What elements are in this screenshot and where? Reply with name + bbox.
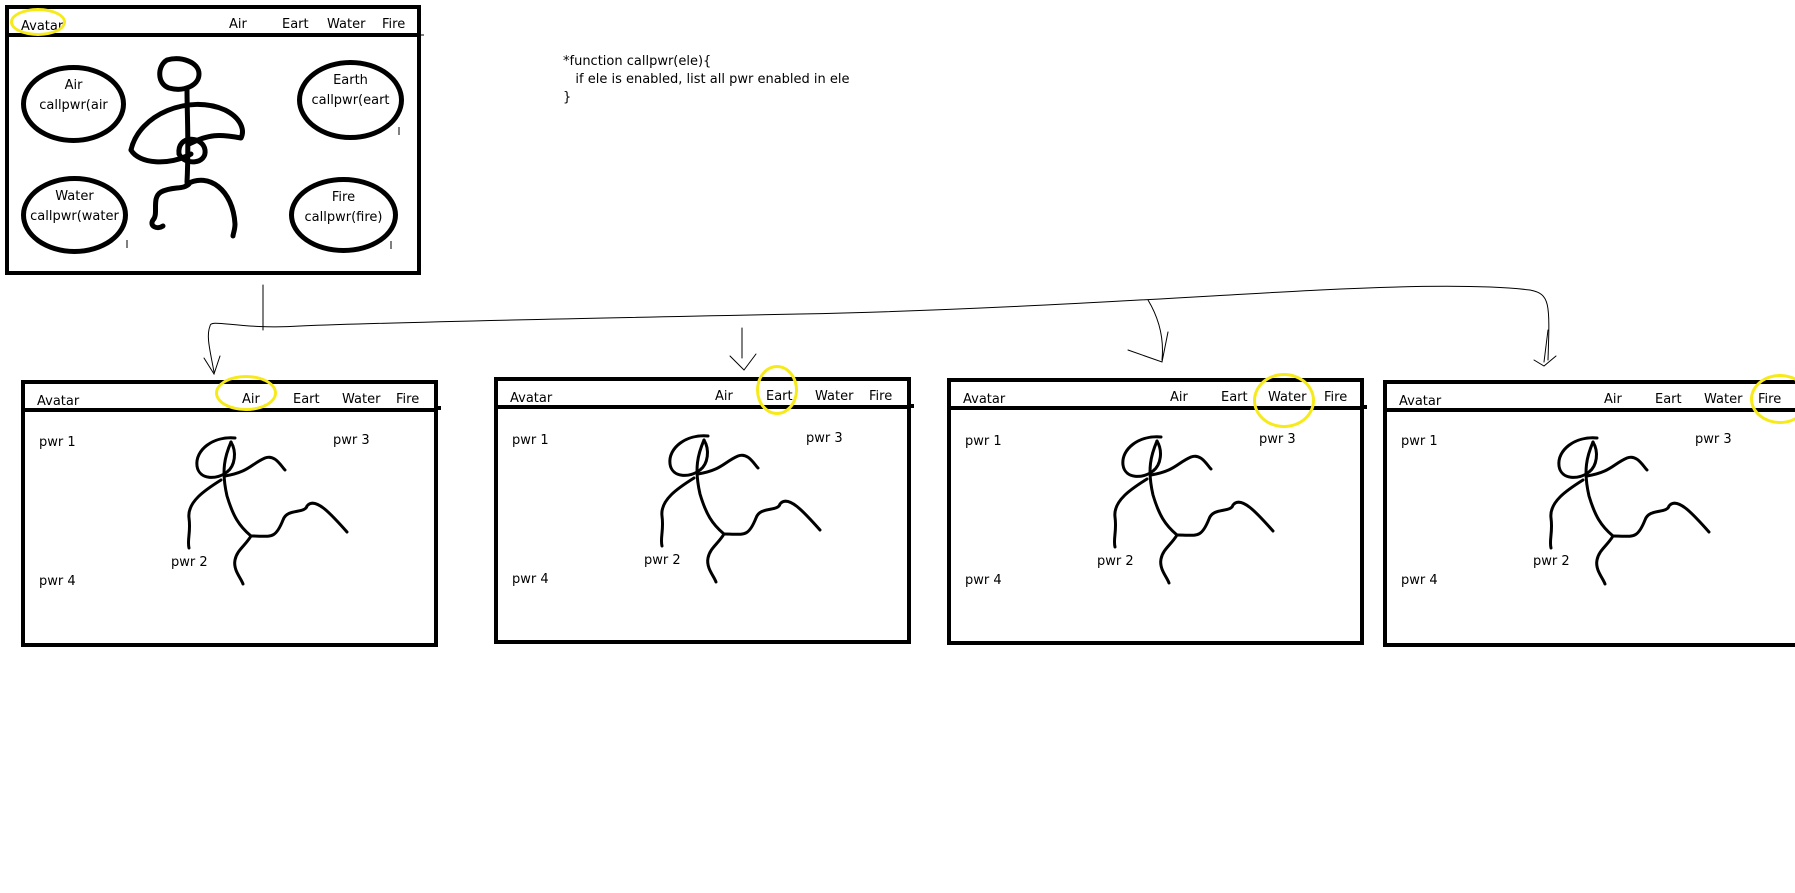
- nav-tab-fire[interactable]: Fire: [1324, 390, 1348, 405]
- power-item-4[interactable]: pwr 4: [39, 574, 76, 589]
- power-item-3[interactable]: pwr 3: [333, 433, 370, 448]
- code-line-1: *function callpwr(ele){: [563, 54, 712, 69]
- element-button-earth[interactable]: Earth callpwr(eart: [297, 60, 404, 140]
- nav-tab-fire[interactable]: Fire: [396, 392, 420, 407]
- nav-tab-water[interactable]: Water: [1268, 390, 1307, 405]
- nav-tab-earth[interactable]: Eart: [293, 392, 320, 407]
- nav-tab-air[interactable]: Air: [1604, 392, 1622, 407]
- main-frame: Avatar Air Eart Water Fire Air callpwr(a…: [5, 5, 421, 275]
- element-call: callpwr(air: [39, 98, 108, 113]
- power-item-4[interactable]: pwr 4: [512, 572, 549, 587]
- power-item-1[interactable]: pwr 1: [1401, 434, 1438, 449]
- power-item-2[interactable]: pwr 2: [171, 555, 208, 570]
- power-item-4[interactable]: pwr 4: [965, 573, 1002, 588]
- nav-tab-fire[interactable]: Fire: [1758, 392, 1782, 407]
- power-panel-water: Avatar Air Eart Water Fire pwr 1 pwr 2 p…: [947, 378, 1364, 645]
- element-call: callpwr(water: [30, 209, 119, 224]
- connector-line: [209, 285, 1550, 361]
- power-item-1[interactable]: pwr 1: [39, 435, 76, 450]
- panel-nav: Avatar Air Eart Water Fire: [1387, 384, 1795, 412]
- power-item-1[interactable]: pwr 1: [512, 433, 549, 448]
- element-call: callpwr(fire): [304, 210, 383, 225]
- element-button-water[interactable]: Water callpwr(water: [21, 176, 128, 254]
- code-note: *function callpwr(ele){ if ele is enable…: [563, 53, 850, 107]
- code-line-2: if ele is enabled, list all pwr enabled …: [563, 72, 850, 87]
- arrow-to-panel-2: [729, 327, 757, 371]
- power-item-3[interactable]: pwr 3: [1695, 432, 1732, 447]
- power-item-3[interactable]: pwr 3: [806, 431, 843, 446]
- nav-tab-earth[interactable]: Eart: [1221, 390, 1248, 405]
- nav-tab-earth[interactable]: Eart: [766, 389, 793, 404]
- nav-tab-fire[interactable]: Fire: [382, 17, 406, 32]
- nav-brand[interactable]: Avatar: [37, 394, 80, 409]
- power-item-2[interactable]: pwr 2: [644, 553, 681, 568]
- avatar-figure-main: [128, 56, 245, 239]
- element-button-air[interactable]: Air callpwr(air: [21, 65, 126, 143]
- avatar-pose-figure: [1548, 436, 1711, 586]
- code-line-3: }: [563, 90, 572, 105]
- power-item-4[interactable]: pwr 4: [1401, 573, 1438, 588]
- element-name: Air: [64, 78, 83, 93]
- nav-brand[interactable]: Avatar: [963, 392, 1006, 407]
- nav-tab-earth[interactable]: Eart: [1655, 392, 1682, 407]
- nav-tab-fire[interactable]: Fire: [869, 389, 893, 404]
- nav-tab-air[interactable]: Air: [229, 17, 247, 32]
- arrow-to-panel-3: [1127, 299, 1169, 363]
- nav-tab-water[interactable]: Water: [327, 17, 366, 32]
- nav-tab-water[interactable]: Water: [1704, 392, 1743, 407]
- power-panel-earth: Avatar Air Eart Water Fire pwr 1 pwr 2 p…: [494, 377, 911, 644]
- power-item-1[interactable]: pwr 1: [965, 434, 1002, 449]
- element-button-fire[interactable]: Fire callpwr(fire): [289, 177, 398, 253]
- nav-tab-air[interactable]: Air: [1170, 390, 1188, 405]
- power-panel-fire: Avatar Air Eart Water Fire pwr 1 pwr 2 p…: [1383, 380, 1795, 647]
- power-panel-air: Avatar Air Eart Water Fire pwr 1 pwr 2 p…: [21, 380, 438, 647]
- avatar-pose-figure: [186, 436, 349, 586]
- arrow-to-panel-1: [203, 325, 221, 376]
- panel-nav: Avatar Air Eart Water Fire: [498, 381, 907, 409]
- main-nav: Avatar Air Eart Water Fire: [9, 9, 417, 37]
- panel-nav: Avatar Air Eart Water Fire: [951, 382, 1360, 410]
- tick-marks: [126, 34, 424, 249]
- nav-tab-water[interactable]: Water: [815, 389, 854, 404]
- nav-tab-earth[interactable]: Eart: [282, 17, 309, 32]
- power-item-2[interactable]: pwr 2: [1097, 554, 1134, 569]
- nav-brand[interactable]: Avatar: [510, 391, 553, 406]
- element-name: Water: [55, 189, 94, 204]
- avatar-pose-figure: [659, 434, 822, 584]
- element-call: callpwr(eart: [311, 93, 390, 108]
- element-name: Fire: [331, 190, 356, 205]
- power-item-3[interactable]: pwr 3: [1259, 432, 1296, 447]
- nav-brand[interactable]: Avatar: [21, 19, 64, 34]
- element-name: Earth: [333, 73, 368, 88]
- avatar-pose-figure: [1112, 435, 1275, 585]
- power-item-2[interactable]: pwr 2: [1533, 554, 1570, 569]
- nav-tab-water[interactable]: Water: [342, 392, 381, 407]
- nav-brand[interactable]: Avatar: [1399, 394, 1442, 409]
- nav-tab-air[interactable]: Air: [242, 392, 260, 407]
- arrow-to-panel-4: [1533, 329, 1557, 367]
- nav-tab-air[interactable]: Air: [715, 389, 733, 404]
